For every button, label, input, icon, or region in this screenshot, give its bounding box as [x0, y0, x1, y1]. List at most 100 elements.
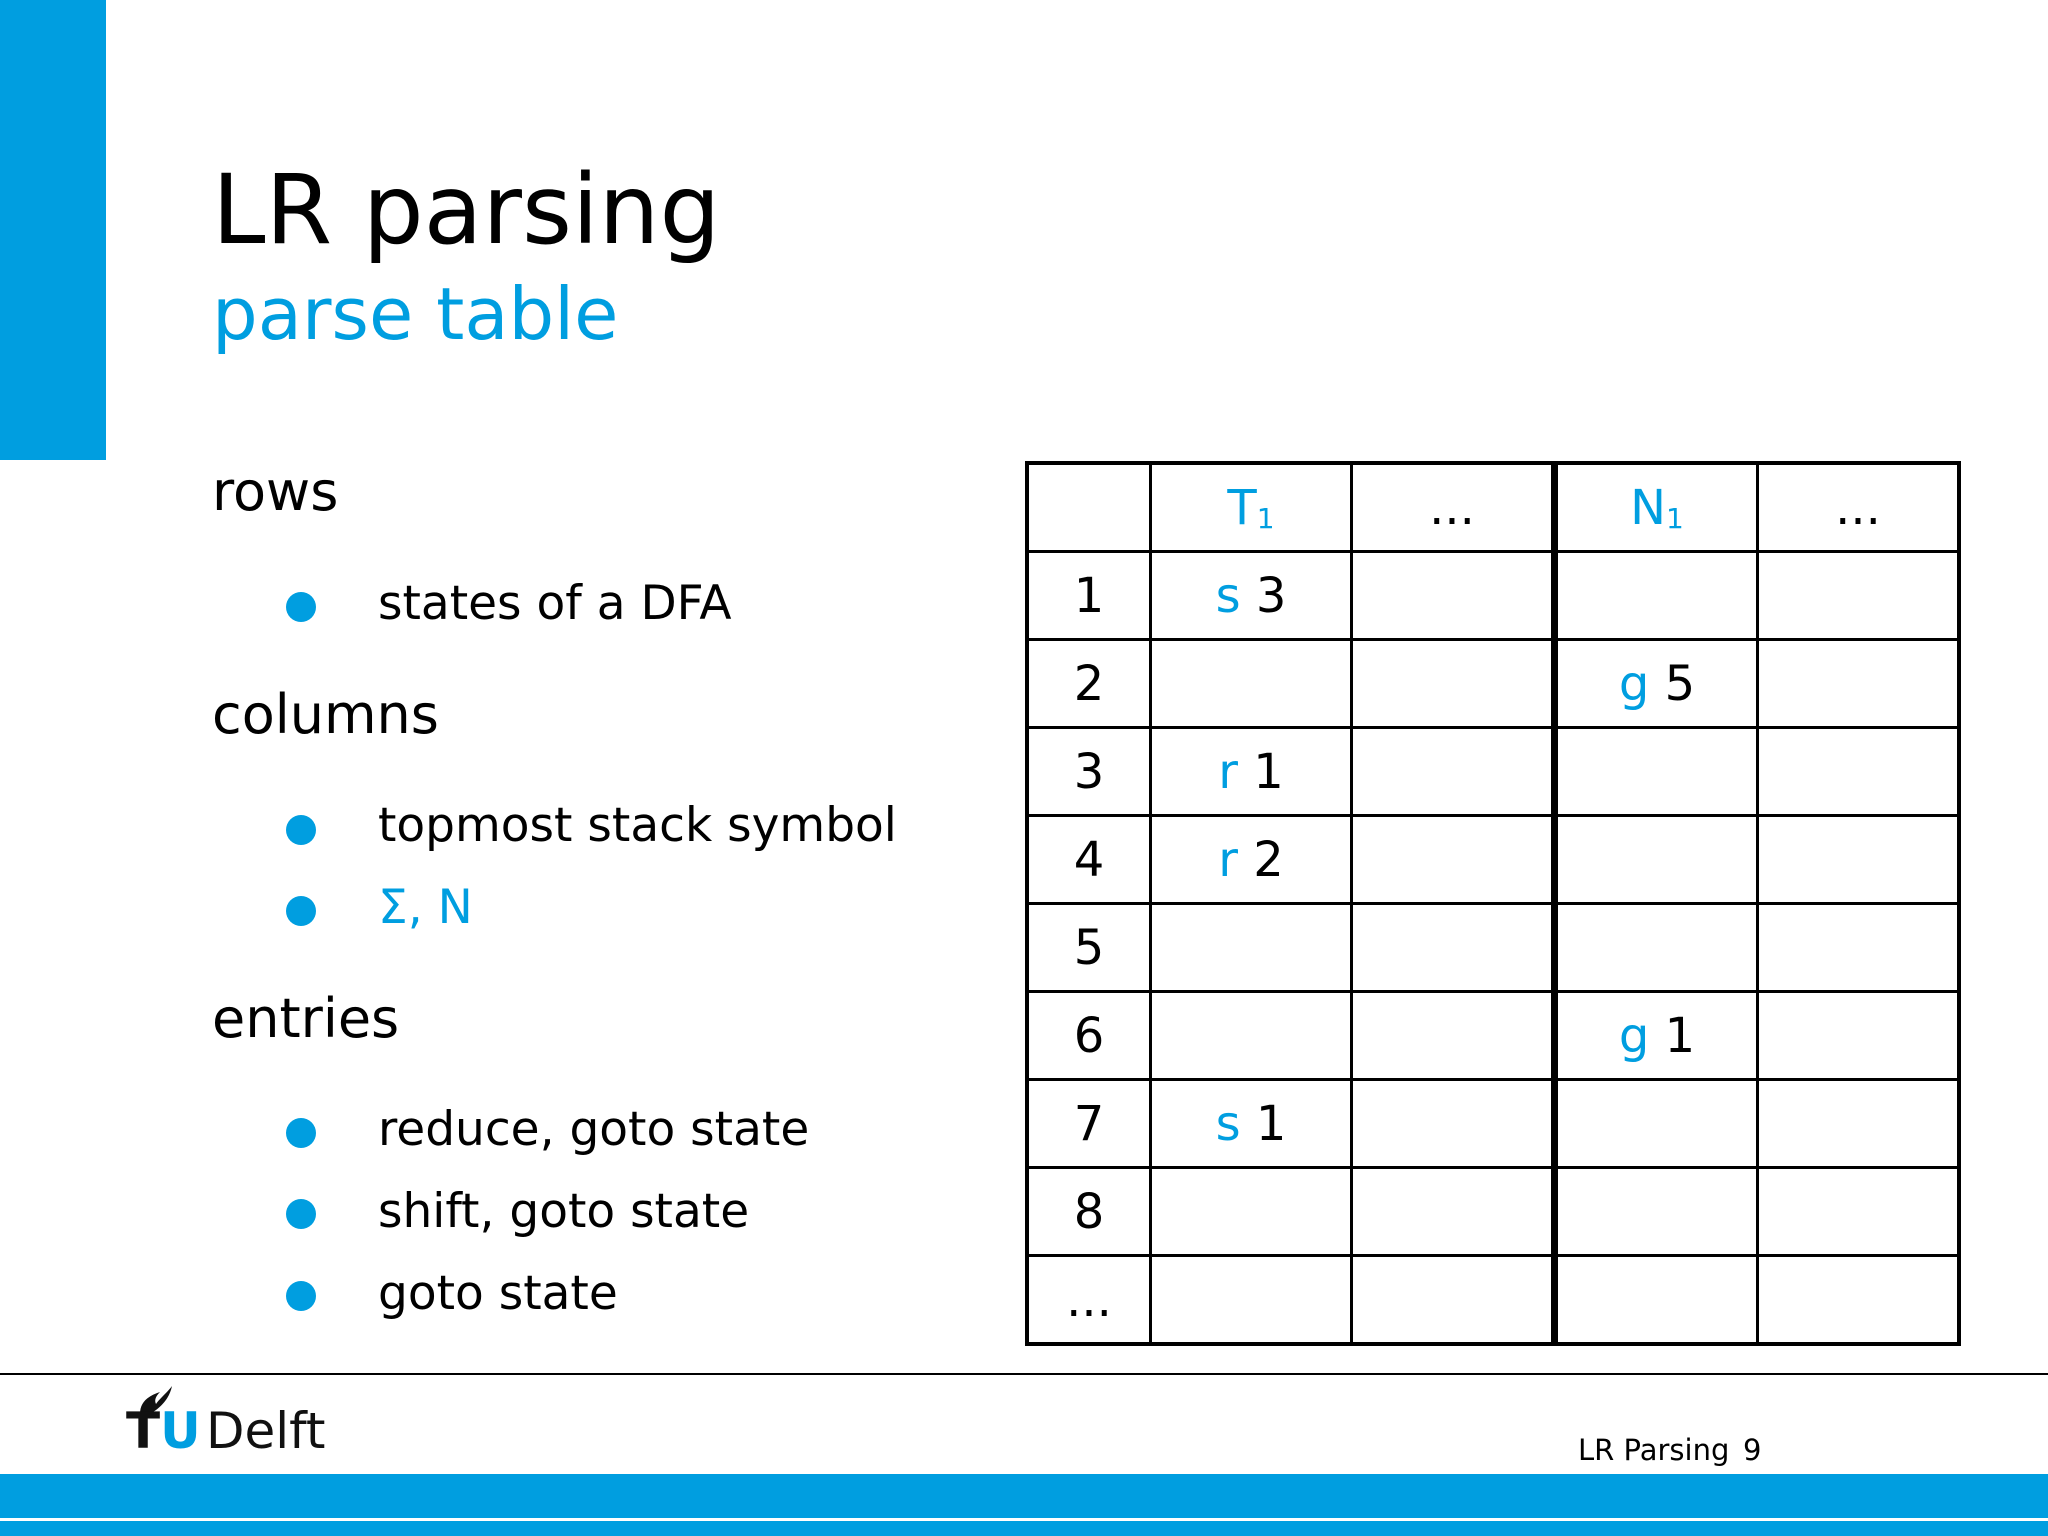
state-cell: 1: [1025, 550, 1152, 641]
section-heading-entries: entries: [212, 987, 400, 1050]
bullet-icon: [286, 1199, 316, 1229]
state-cell: ...: [1025, 1254, 1152, 1346]
bullet-text-symbols: Σ, N: [378, 880, 473, 935]
footer-divider: [0, 1373, 2048, 1375]
table-cell: [1149, 638, 1353, 729]
table-cell: [1350, 726, 1556, 817]
table-cell: [1149, 902, 1353, 993]
table-cell: [1756, 550, 1961, 641]
table-cell: s 3: [1149, 550, 1353, 641]
table-header-terminal: T1: [1149, 461, 1353, 553]
action-target: 2: [1253, 831, 1284, 888]
table-cell: [1149, 1166, 1353, 1257]
action-target: 5: [1664, 655, 1696, 712]
bottom-accent-band-thin: [0, 1521, 2048, 1536]
action-target: 1: [1664, 1007, 1696, 1064]
table-cell: [1551, 550, 1759, 641]
table-cell: [1756, 1078, 1961, 1169]
footer-title: LR Parsing: [1578, 1433, 1730, 1467]
table-row: ...: [1025, 1254, 1961, 1346]
bottom-accent-band: [0, 1474, 2048, 1518]
bullet-text: states of a DFA: [378, 576, 732, 631]
side-accent-bar: [0, 0, 106, 460]
bullet-icon: [286, 1281, 316, 1311]
table-row: 5: [1025, 902, 1961, 993]
table-header-row: T1 ... N1 ...: [1025, 461, 1961, 553]
table-cell: [1756, 990, 1961, 1081]
section-heading-rows: rows: [212, 460, 339, 523]
bullet-icon: [286, 592, 316, 622]
tudelft-logo: TU Delft: [126, 1384, 326, 1464]
table-row: 7 s 1: [1025, 1078, 1961, 1169]
table-row: 8: [1025, 1166, 1961, 1257]
state-cell: 2: [1025, 638, 1152, 729]
action-code: s: [1215, 567, 1241, 624]
table-cell: [1551, 726, 1759, 817]
table-cell: [1350, 902, 1556, 993]
action-code: g: [1618, 655, 1650, 712]
bullet-icon: [286, 815, 316, 845]
state-cell: 5: [1025, 902, 1152, 993]
bullet-text: goto state: [378, 1266, 618, 1321]
bullet-text: shift, goto state: [378, 1184, 750, 1239]
slide-title: LR parsing: [212, 154, 721, 266]
parse-table: T1 ... N1 ... 1 s 3 2 g 5 3 r 1 4 r 2 5: [1025, 461, 1961, 1346]
logo-delft: Delft: [206, 1402, 326, 1460]
table-cell: r 1: [1149, 726, 1353, 817]
bullet-icon: [286, 1118, 316, 1148]
table-cell: [1551, 1166, 1759, 1257]
table-cell: [1551, 1078, 1759, 1169]
table-header-ellipsis: ...: [1756, 461, 1961, 553]
action-code: s: [1215, 1095, 1241, 1152]
action-target: 3: [1255, 567, 1287, 624]
section-heading-columns: columns: [212, 683, 439, 746]
table-cell: [1756, 726, 1961, 817]
table-cell: [1551, 814, 1759, 905]
bullet-text: reduce, goto state: [378, 1102, 810, 1157]
page-number: 9: [1743, 1433, 1762, 1467]
table-header-nonterminal: N1: [1551, 461, 1759, 553]
table-cell: [1756, 1254, 1961, 1346]
table-cell: [1756, 1166, 1961, 1257]
table-cell: [1756, 902, 1961, 993]
table-row: 4 r 2: [1025, 814, 1961, 905]
state-cell: 7: [1025, 1078, 1152, 1169]
table-header-corner: [1025, 461, 1152, 553]
table-cell: [1756, 814, 1961, 905]
action-code: r: [1218, 831, 1238, 888]
table-cell: [1350, 1166, 1556, 1257]
table-row: 3 r 1: [1025, 726, 1961, 817]
table-row: 2 g 5: [1025, 638, 1961, 729]
table-cell: g 5: [1551, 638, 1759, 729]
table-cell: [1149, 1254, 1353, 1346]
table-cell: [1350, 990, 1556, 1081]
table-row: 6 g 1: [1025, 990, 1961, 1081]
action-code: r: [1218, 743, 1238, 800]
logo-tu: TU: [126, 1402, 201, 1460]
state-cell: 6: [1025, 990, 1152, 1081]
table-cell: g 1: [1551, 990, 1759, 1081]
table-cell: [1756, 638, 1961, 729]
state-cell: 4: [1025, 814, 1152, 905]
table-cell: [1551, 902, 1759, 993]
state-cell: 8: [1025, 1166, 1152, 1257]
table-cell: r 2: [1149, 814, 1353, 905]
slide-subtitle: parse table: [212, 272, 619, 356]
flame-icon: [140, 1386, 172, 1415]
state-cell: 3: [1025, 726, 1152, 817]
bullet-text: topmost stack symbol: [378, 798, 897, 853]
bullet-icon: [286, 896, 316, 926]
action-target: 1: [1253, 743, 1284, 800]
table-cell: [1350, 638, 1556, 729]
table-cell: [1350, 1254, 1556, 1346]
action-target: 1: [1255, 1095, 1287, 1152]
action-code: g: [1618, 1007, 1650, 1064]
table-cell: [1149, 990, 1353, 1081]
table-cell: [1551, 1254, 1759, 1346]
table-cell: [1350, 550, 1556, 641]
table-cell: s 1: [1149, 1078, 1353, 1169]
table-cell: [1350, 814, 1556, 905]
table-cell: [1350, 1078, 1556, 1169]
table-row: 1 s 3: [1025, 550, 1961, 641]
table-header-ellipsis: ...: [1350, 461, 1556, 553]
